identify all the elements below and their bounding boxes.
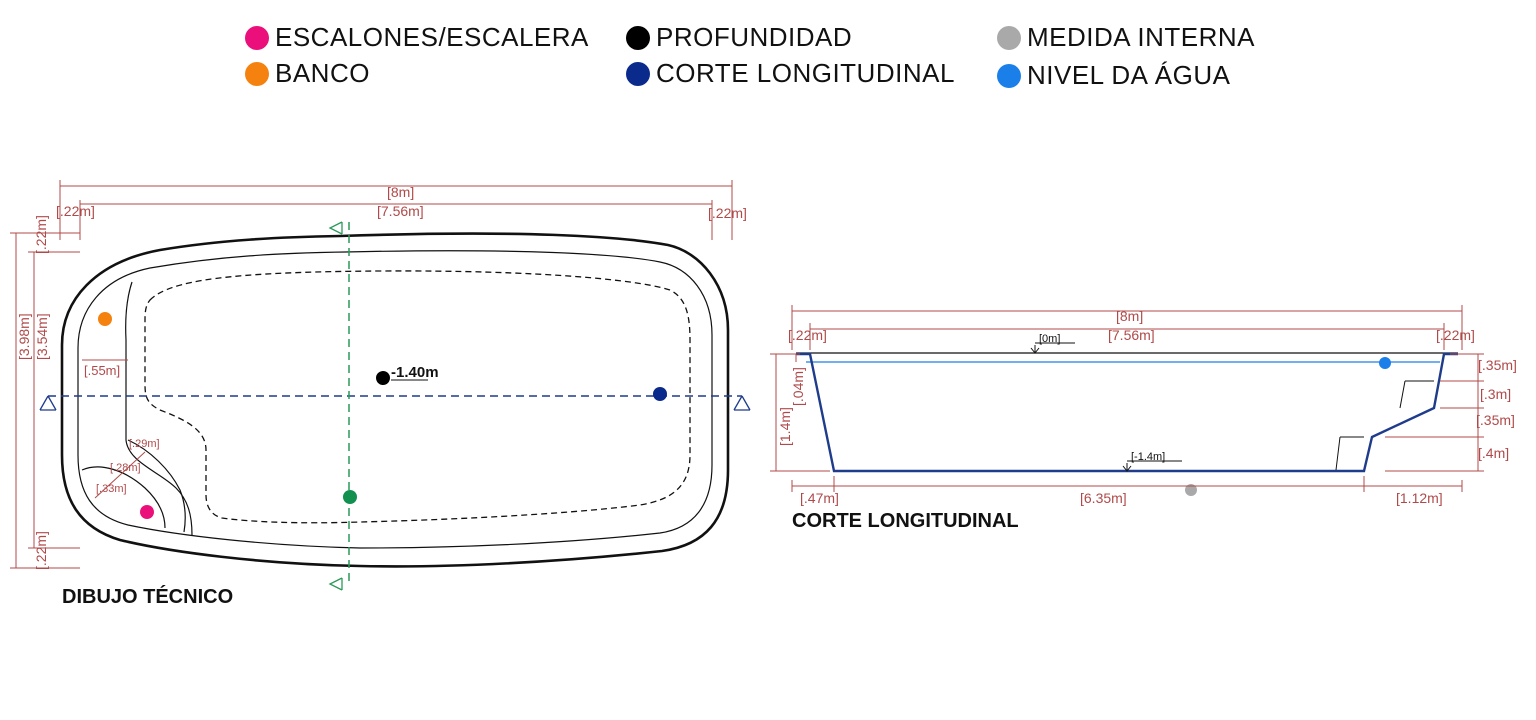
section-arrow-left-icon (39, 395, 57, 411)
plan-step-3: [.33m] (96, 483, 127, 495)
legend-item-profundidad: PROFUNDIDAD (626, 22, 852, 53)
escalera-marker (140, 505, 154, 519)
corte-dot-icon (626, 61, 650, 86)
section-level-floor: [-1.4m] (1131, 451, 1165, 463)
section-rim-left: [.22m] (788, 327, 827, 343)
bench-line (125, 281, 193, 536)
section-caption: CORTE LONGITUDINAL (792, 510, 1019, 532)
legend-label: CORTE LONGITUDINAL (656, 58, 955, 88)
legend-label: MEDIDA INTERNA (1027, 22, 1256, 52)
legend-label: PROFUNDIDAD (656, 22, 853, 52)
plan-rim-top: [.22m] (33, 215, 49, 254)
depth-marker (376, 371, 390, 385)
section-bottom-mid: [6.35m] (1080, 490, 1127, 506)
plan-rim-left: [.22m] (56, 203, 95, 219)
plan-total-length: [8m] (387, 184, 414, 200)
medida-dot-icon (997, 25, 1021, 50)
section-step-a: [.35m] (1478, 357, 1517, 373)
nivel-dot-icon (997, 63, 1021, 88)
section-step-c: [.35m] (1476, 412, 1515, 428)
section-inner-length: [7.56m] (1108, 327, 1155, 343)
section-rim-right: [.22m] (1436, 327, 1475, 343)
section-level-0: [0m] (1039, 333, 1060, 345)
section-depth: [1.4m] (777, 407, 793, 446)
pool-section-profile (796, 352, 1458, 473)
legend-label: NIVEL DA ÁGUA (1027, 60, 1231, 90)
step-line-1 (127, 439, 186, 533)
pool-outer-outline (60, 232, 730, 568)
plan-rim-bottom: [.22m] (33, 531, 49, 570)
section-step-d: [.4m] (1478, 445, 1509, 461)
plan-inner-length: [7.56m] (377, 203, 424, 219)
plan-bench-width: [.55m] (84, 363, 120, 378)
cross-marker (343, 490, 357, 504)
plan-step-1: [.29m] (129, 438, 160, 450)
plan-caption: DIBUJO TÉCNICO (62, 586, 234, 608)
inner-measure-marker (1185, 484, 1197, 496)
plan-view: -1.40m [8m] [7.56m] [.22m] [.22m] [.22m]… (10, 180, 751, 591)
plan-inner-width: [3.54m] (34, 313, 50, 360)
escalones-dot-icon (245, 25, 269, 50)
legend-item-medida: MEDIDA INTERNA (997, 22, 1255, 53)
section-arrow-right-icon (733, 395, 751, 411)
section-freeboard: [.04m] (790, 367, 806, 406)
legend-label: BANCO (275, 58, 370, 88)
plan-total-width: [3.98m] (16, 313, 32, 360)
section-step-b: [.3m] (1480, 386, 1511, 402)
corte-marker (653, 387, 667, 401)
legend: ESCALONES/ESCALERA BANCO PROFUNDIDAD COR… (0, 20, 1536, 100)
pool-inner-outline (77, 250, 713, 549)
water-level-marker (1379, 357, 1391, 369)
legend-label: ESCALONES/ESCALERA (275, 22, 589, 52)
banco-marker (98, 312, 112, 326)
pool-floor-outline (144, 270, 691, 524)
cross-arrow-bottom-icon (328, 577, 343, 591)
depth-label: -1.40m (391, 364, 439, 381)
legend-item-banco: BANCO (245, 58, 370, 89)
section-total-length: [8m] (1116, 308, 1143, 324)
section-bottom-left: [.47m] (800, 490, 839, 506)
cross-arrow-top-icon (328, 221, 343, 235)
legend-item-escalones: ESCALONES/ESCALERA (245, 22, 589, 53)
step-line-2 (81, 466, 166, 529)
legend-item-nivel: NIVEL DA ÁGUA (997, 60, 1231, 91)
banco-dot-icon (245, 61, 269, 86)
section-view: [0m] [-1.4m] [8m] (770, 305, 1517, 506)
profundidad-dot-icon (626, 25, 650, 50)
legend-item-corte: CORTE LONGITUDINAL (626, 58, 955, 89)
plan-rim-right: [.22m] (708, 205, 747, 221)
section-bottom-right: [1.12m] (1396, 490, 1443, 506)
plan-step-2: [.28m] (110, 462, 141, 474)
